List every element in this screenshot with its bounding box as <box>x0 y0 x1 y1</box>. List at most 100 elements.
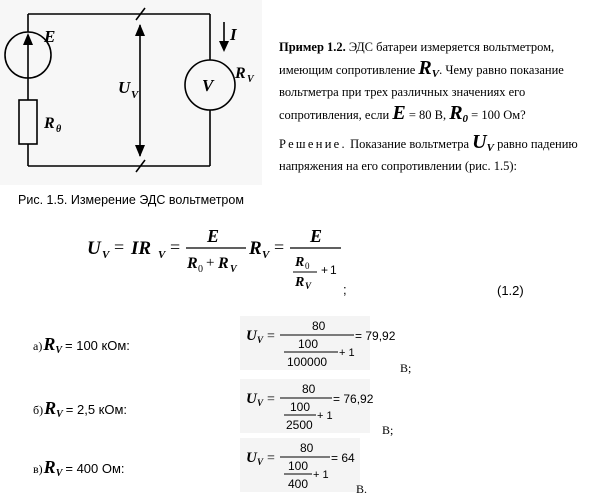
figure-caption: Рис. 1.5. Измерение ЭДС вольтметром <box>18 193 244 207</box>
case-a-formula: U V = 80 100 100000 + 1 = 79,92 <box>240 316 396 370</box>
label-u: U <box>118 78 131 97</box>
problem-r0-sub: 0 <box>462 113 469 125</box>
problem-rv-sub: V <box>431 68 440 80</box>
case-b-result: = 76,92 <box>333 392 374 406</box>
solution-word: Решение. <box>279 137 347 151</box>
case-b-u: U <box>246 391 258 407</box>
problem-line1: ЭДС батареи измеряется вольтметром, <box>345 40 555 54</box>
problem-e-value: = 80 В, <box>405 108 450 122</box>
case-c-value: = 400 Ом: <box>65 461 125 476</box>
case-b-num: 80 <box>302 382 316 396</box>
top-tick <box>135 7 146 21</box>
case-c-den-num: 100 <box>288 459 308 473</box>
case-c-plus-one: + 1 <box>313 469 329 481</box>
case-a-plus-one: + 1 <box>339 347 355 359</box>
case-b-unit: В; <box>382 423 394 437</box>
f-frac2-num: E <box>309 226 322 246</box>
f-u-sub: V <box>102 249 111 261</box>
problem-statement: Пример 1.2. ЭДС батареи измеряется вольт… <box>279 37 601 127</box>
case-c-num: 80 <box>300 441 314 455</box>
voltage-arrow-head-down <box>135 145 145 157</box>
problem-r0: R <box>449 102 463 124</box>
f-eq3: = <box>274 237 284 257</box>
case-b-u-sub: V <box>257 398 264 408</box>
f-frac2-v: V <box>305 281 312 291</box>
label-u-sub: V <box>131 89 140 101</box>
problem-line2-post: . Чему равно показание <box>439 63 564 77</box>
case-a-unit: В; <box>400 361 412 375</box>
label-voltmeter: V <box>202 76 215 95</box>
case-b-plus-one: + 1 <box>317 410 333 422</box>
case-b-value: = 2,5 кОм: <box>65 402 128 417</box>
case-a-den-den: 100000 <box>287 355 327 369</box>
main-formula: U V = IR V = E R 0 + R V R V = E R 0 R V… <box>87 226 347 297</box>
f-frac2-plus-one: + <box>321 263 328 277</box>
f-frac1-r: R <box>186 255 198 272</box>
f-semicolon: ; <box>343 282 347 297</box>
case-c-result: = 64 <box>331 451 355 465</box>
case-b-eq: = <box>267 392 275 407</box>
f-rv: R <box>248 238 262 259</box>
f-frac2-zero: 0 <box>305 261 310 271</box>
solution-u: U <box>472 131 487 153</box>
f-eq2: = <box>170 237 180 257</box>
emf-arrow-head <box>23 33 33 45</box>
solution-line2: напряжения на его сопротивлении (рис. 1.… <box>279 159 517 173</box>
f-frac1-plus: + <box>206 255 214 271</box>
problem-e: E <box>392 102 406 124</box>
case-a-value: = 100 кОм: <box>65 338 130 353</box>
case-b-r: R <box>44 398 57 418</box>
problem-line3: вольтметра при трех различных значениях … <box>279 85 526 99</box>
voltmeter-circle <box>184 59 236 111</box>
case-c-r: R <box>43 457 56 477</box>
f-u: U <box>87 238 102 259</box>
f-frac1-r2: R <box>217 255 229 272</box>
case-c-r-sub: V <box>55 468 63 479</box>
case-a-eq: = <box>267 329 275 344</box>
solution-line1-pre: Показание вольтметра <box>346 137 473 151</box>
f-ir-sub: V <box>158 249 167 261</box>
case-c-eq: = <box>267 451 275 466</box>
problem-rv: R <box>418 57 432 79</box>
case-c-formula: U V = 80 100 400 + 1 = 64 <box>240 438 360 492</box>
f-rv-sub: V <box>262 249 271 261</box>
case-a-r: R <box>43 334 56 354</box>
solution-intro: Решение. Показание вольтметра UV равно п… <box>279 132 601 177</box>
case-c-letter: в) <box>33 462 43 476</box>
case-b-den-den: 2500 <box>286 418 313 432</box>
problem-title: Пример 1.2. <box>279 40 346 54</box>
current-arrow-head <box>219 41 229 52</box>
case-c-den-den: 400 <box>288 477 308 491</box>
case-b-letter: б) <box>33 403 44 417</box>
case-a-num: 80 <box>312 319 326 333</box>
case-a-r-sub: V <box>55 345 63 356</box>
case-b-r-sub: V <box>56 409 63 420</box>
label-r-theta-sub: θ <box>56 124 62 135</box>
case-c-u-sub: V <box>257 457 264 467</box>
case-a-u: U <box>246 328 258 344</box>
label-i: I <box>229 25 238 44</box>
equation-number: (1.2) <box>497 283 524 298</box>
case-c-u: U <box>246 450 258 466</box>
f-eq1: = <box>114 237 124 257</box>
solution-u-sub: V <box>486 142 494 154</box>
f-ir: IR <box>130 238 151 259</box>
f-frac1-zero: 0 <box>198 264 203 275</box>
label-rv: R <box>234 65 246 82</box>
voltage-arrow-head-up <box>135 24 145 36</box>
label-e: E <box>43 27 55 46</box>
case-a-den-num: 100 <box>298 337 318 351</box>
case-b-den-num: 100 <box>290 400 310 414</box>
problem-line4-pre: сопротивления, если <box>279 108 393 122</box>
bottom-tick <box>135 159 146 173</box>
case-a-result: = 79,92 <box>355 329 396 343</box>
case-b-formula: U V = 80 100 2500 + 1 = 76,92 <box>240 379 374 433</box>
label-rv-sub: V <box>247 74 255 85</box>
case-a-letter: а) <box>33 339 43 353</box>
circuit-diagram: E R θ U V V I R V <box>0 0 262 185</box>
f-frac1-num: E <box>206 226 219 246</box>
case-a-u-sub: V <box>257 335 264 345</box>
